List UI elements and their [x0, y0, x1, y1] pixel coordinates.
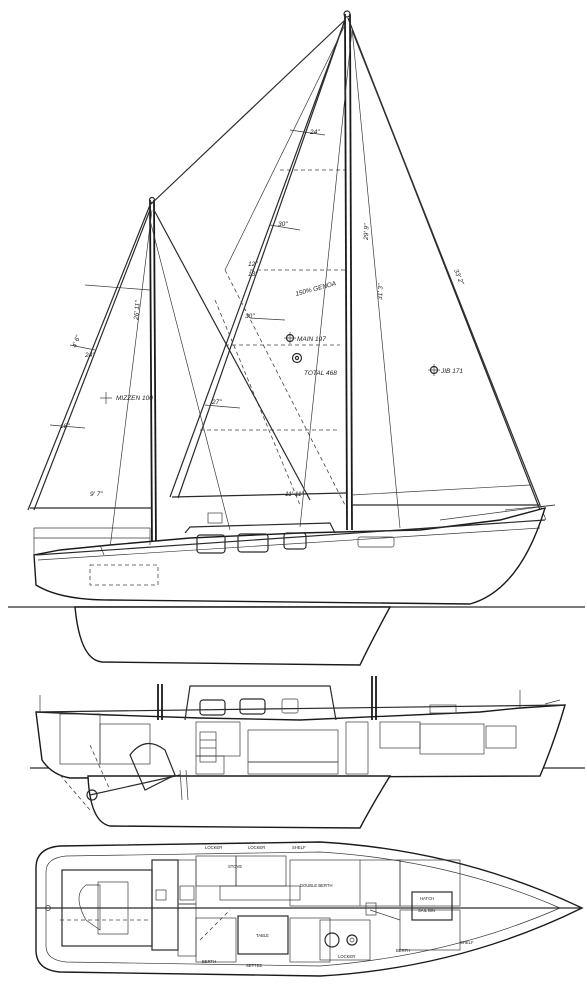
mizzen-small-dim: 4' 6"	[71, 334, 82, 349]
dim-24-mizzen: 24"	[84, 352, 95, 359]
main-sail	[169, 19, 347, 499]
label-locker-top-2: LOCKER	[248, 845, 265, 850]
label-sail-bin: SAIL BIN	[418, 908, 435, 913]
jib-leech-dim: 31' 3"	[377, 283, 385, 300]
dim-24-main: 24"	[309, 129, 320, 136]
mizzen-sail	[27, 204, 152, 511]
dim-18: 18"	[60, 423, 70, 430]
hull-profile	[33, 504, 556, 666]
label-settee: SETTEE	[246, 963, 262, 968]
jib-area-label: JIB 171	[440, 368, 463, 375]
mainmast	[343, 10, 353, 531]
dim-12: 12"	[248, 261, 258, 268]
mizzen-mast	[148, 196, 157, 549]
label-hatch: HATCH	[420, 896, 434, 901]
genoa-outline	[214, 24, 346, 506]
dim-30-lower: 30"	[245, 313, 255, 320]
label-stove: STOVE	[228, 864, 242, 869]
label-berth: BERTH	[202, 959, 216, 964]
label-shelf-bottom: SHELF	[460, 940, 474, 945]
total-area-label: TOTAL 468	[304, 370, 337, 377]
main-luff-dim: 29' 9"	[363, 223, 371, 241]
dim-30-upper: 30"	[278, 221, 288, 228]
jib-sail	[347, 17, 547, 521]
inboard-profile	[30, 676, 585, 829]
accommodation-plan: LOCKER LOCKER SHELF STOVE DOUBLE BERTH T…	[35, 841, 584, 977]
sail-labels: MIZZEN 100 MAIN 197 TOTAL 468 JIB 171 15…	[60, 129, 465, 498]
main-foot-dim: 11' 11"	[285, 491, 305, 498]
mizzen-foot-dim: 9' 7"	[90, 491, 103, 498]
rigging-stays	[109, 19, 401, 549]
label-double-berth: DOUBLE BERTH	[300, 883, 333, 888]
jib-luff-dim: 33' 2"	[452, 268, 465, 286]
dim-13: 13"	[248, 271, 258, 278]
centre-of-effort-markers	[100, 332, 440, 404]
label-berth-bottom: BERTH	[396, 948, 410, 953]
label-locker-bottom: LOCKER	[338, 954, 355, 959]
mizzen-luff-dim: 26' 11"	[133, 300, 142, 322]
dim-27: 27"	[211, 399, 222, 406]
mizzen-area-label: MIZZEN 100	[116, 395, 153, 402]
main-area-label: MAIN 197	[297, 336, 326, 343]
label-locker-top-1: LOCKER	[205, 845, 222, 850]
label-shelf-top: SHELF	[292, 845, 306, 850]
label-table: TABLE	[256, 933, 269, 938]
genoa-label: 150% GENOA	[295, 280, 337, 298]
sail-plan: MIZZEN 100 MAIN 197 TOTAL 468 JIB 171 15…	[8, 10, 585, 666]
